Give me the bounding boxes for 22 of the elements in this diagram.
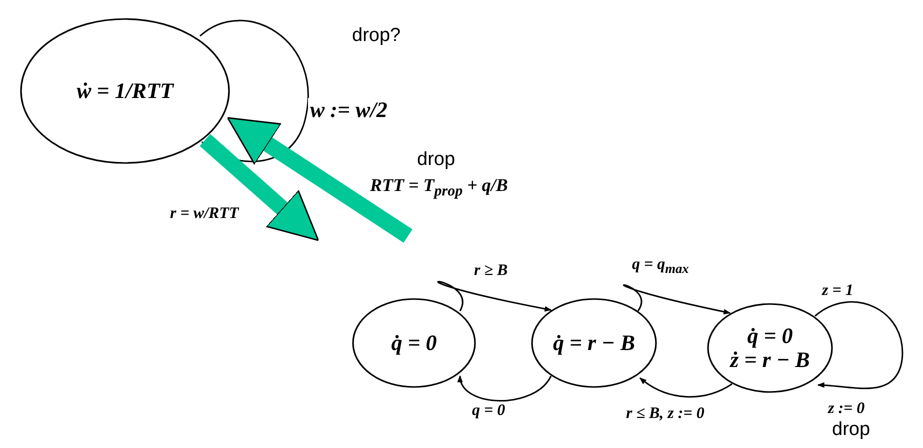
- transition-arrow: [458, 375, 552, 402]
- transition-arrow: [438, 281, 552, 312]
- edge-label: drop?: [350, 26, 403, 47]
- transition-arrow: [639, 377, 732, 398]
- transition-arrow: [814, 301, 903, 390]
- transition-arrow: [624, 284, 731, 314]
- update-formula: RTT = T$_{prop}$ + q/B: [368, 176, 510, 200]
- block-arrow: [200, 134, 320, 241]
- edge-label: drop: [415, 150, 458, 171]
- state-ellipse: [352, 298, 476, 388]
- state-equation: q̇ = 0: [391, 330, 437, 356]
- state-equation: q̇ = r − B: [552, 330, 636, 356]
- state-equation: q̇ = 0: [747, 324, 793, 348]
- edge-label: q = 0: [470, 402, 508, 420]
- state-equation: ż = r − B: [730, 348, 810, 372]
- state-equation: ẇ = 1/RTT: [76, 78, 174, 104]
- output-label: drop: [830, 420, 872, 441]
- block-arrow: [226, 117, 412, 243]
- state-ellipse: [707, 303, 833, 393]
- state-ellipse: [20, 18, 230, 164]
- edge-label: r ≤ B, z := 0: [624, 405, 706, 423]
- state-ellipse: [531, 298, 657, 388]
